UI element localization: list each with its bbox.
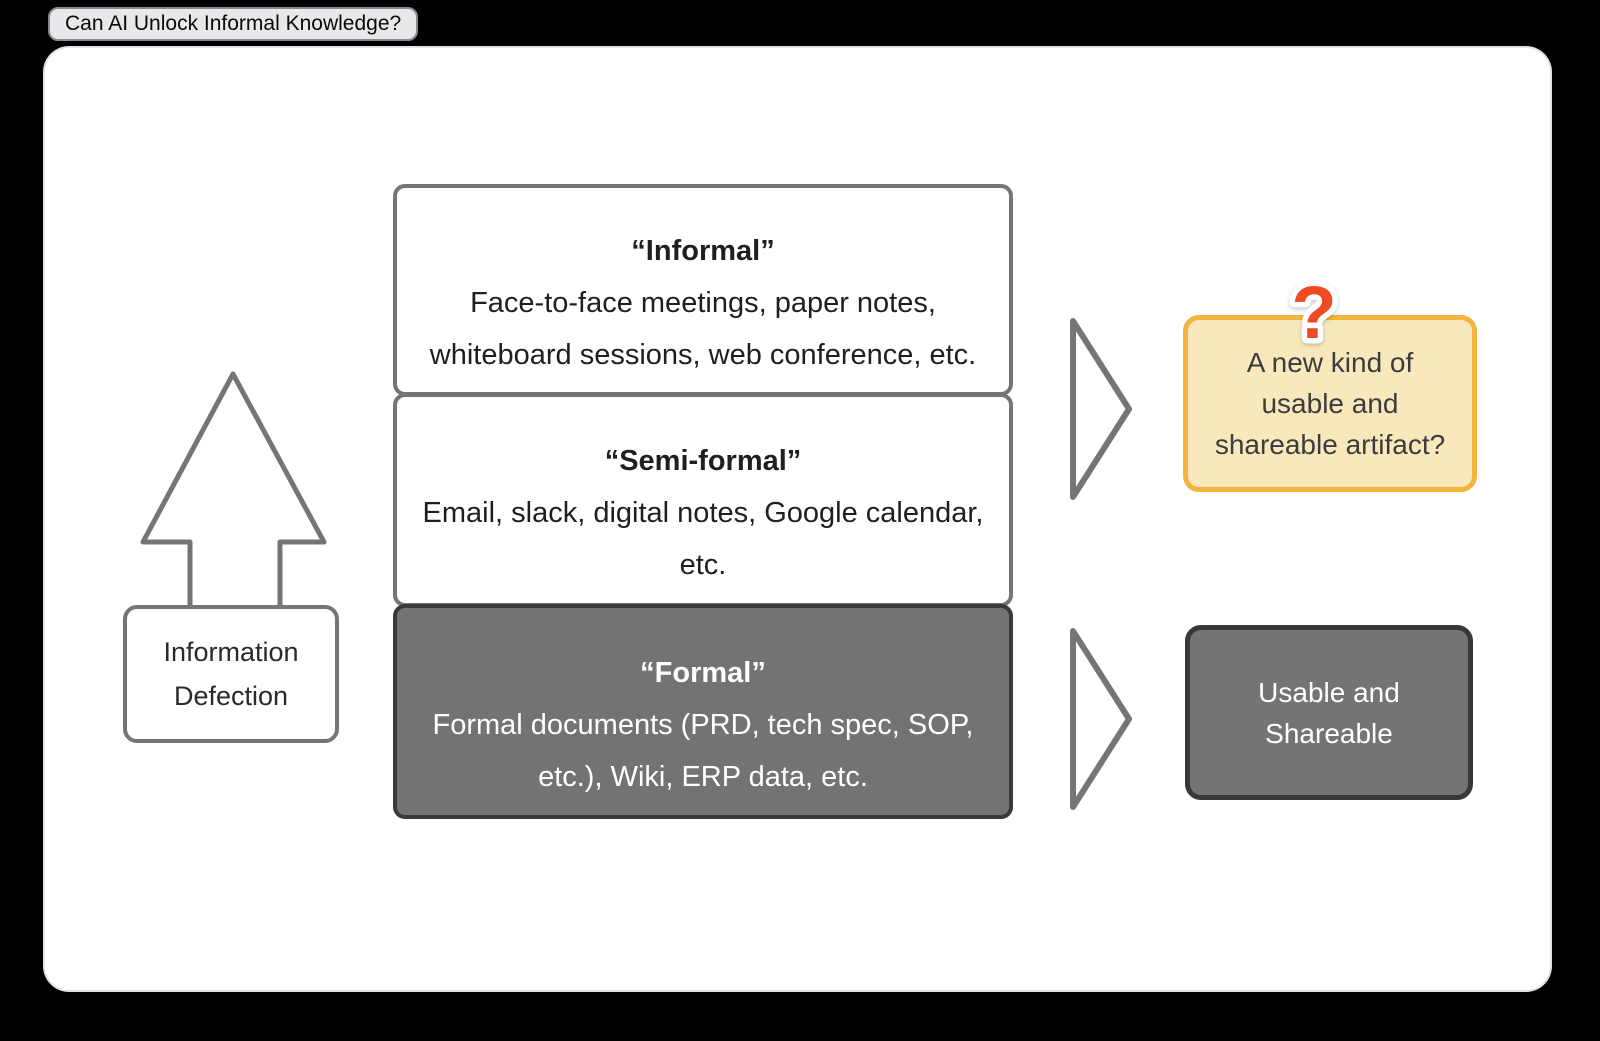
level-box-content: “Semi-formal” Email, slack, digital note… bbox=[423, 435, 984, 591]
outcome-line: shareable artifact? bbox=[1214, 429, 1446, 460]
right-triangle-icon-top bbox=[1070, 318, 1132, 500]
level-line: whiteboard sessions, web conference, etc… bbox=[429, 339, 977, 371]
level-title: “Informal” bbox=[631, 235, 775, 267]
level-box-formal: “Formal” Formal documents (PRD, tech spe… bbox=[393, 604, 1013, 819]
level-box-content: “Formal” Formal documents (PRD, tech spe… bbox=[432, 647, 973, 803]
outcome-line: Usable and bbox=[1258, 676, 1400, 708]
slide-title-tab: Can AI Unlock Informal Knowledge? bbox=[48, 7, 419, 41]
svg-text:?: ? bbox=[1291, 271, 1336, 354]
outcome-line: A new kind of bbox=[1246, 347, 1414, 378]
level-box-content: “Informal” Face-to-face meetings, paper … bbox=[430, 225, 976, 381]
level-line: etc. bbox=[679, 549, 727, 581]
question-mark-icon: ? bbox=[1286, 268, 1342, 360]
information-defection-box: Information Defection bbox=[123, 605, 339, 743]
level-title: “Formal” bbox=[640, 656, 766, 689]
level-box-informal: “Informal” Face-to-face meetings, paper … bbox=[393, 184, 1013, 396]
level-line: etc.), Wiki, ERP data, etc. bbox=[538, 760, 868, 793]
slide-title-text: Can AI Unlock Informal Knowledge? bbox=[65, 12, 402, 35]
right-triangle-icon-bottom bbox=[1070, 628, 1132, 810]
up-arrow-icon bbox=[140, 371, 327, 617]
outcome-line: usable and bbox=[1261, 388, 1399, 419]
level-line: Face-to-face meetings, paper notes, bbox=[470, 287, 936, 319]
level-box-semi-formal: “Semi-formal” Email, slack, digital note… bbox=[393, 393, 1013, 607]
outcome-line: Shareable bbox=[1265, 717, 1393, 749]
level-line: Email, slack, digital notes, Google cale… bbox=[422, 497, 984, 529]
level-title: “Semi-formal” bbox=[604, 445, 802, 477]
axis-label-line: Information bbox=[163, 637, 299, 667]
axis-label-line: Defection bbox=[173, 681, 289, 711]
outcome-box-usable-shareable: Usable and Shareable bbox=[1185, 625, 1473, 800]
outcome-box-new-artifact: A new kind of usable and shareable artif… bbox=[1183, 315, 1477, 492]
level-line: Formal documents (PRD, tech spec, SOP, bbox=[432, 708, 974, 741]
